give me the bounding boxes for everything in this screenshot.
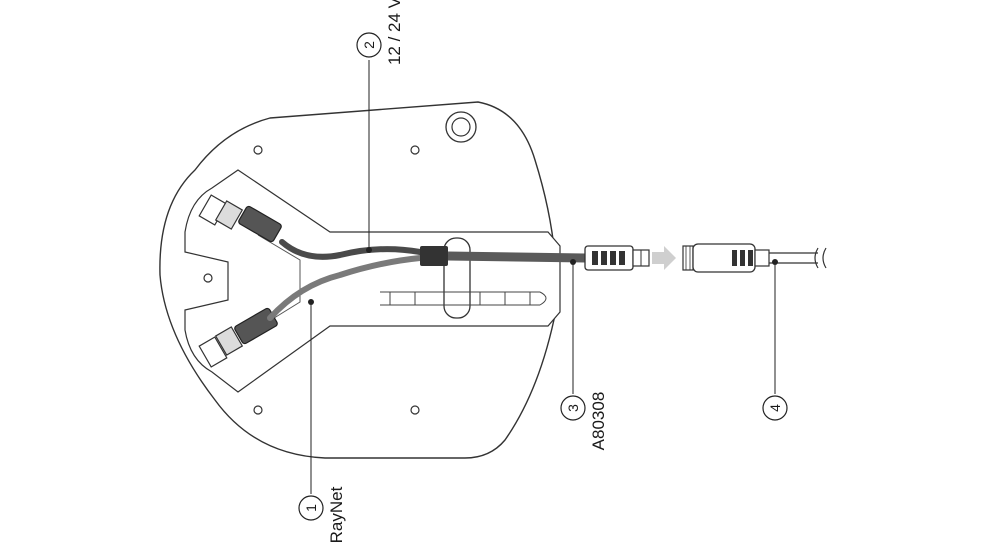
female-connector (682, 243, 770, 273)
callout-number-1: 1 (303, 504, 319, 512)
extension-cable (769, 247, 827, 269)
callout-number-3: 3 (565, 404, 581, 412)
channel-inner-edge (257, 234, 301, 329)
cable-junction (420, 246, 448, 266)
connect-arrow (652, 246, 676, 270)
channel-ridges (380, 291, 547, 306)
combined-cable (447, 251, 586, 263)
callout-2: 2 12 / 24 V (356, 0, 404, 253)
upper-connector (198, 194, 282, 243)
power-cable (279, 239, 423, 260)
callout-label-3: A80308 (589, 392, 608, 451)
callout-4: 4 (762, 259, 788, 421)
callout-label-2: 12 / 24 V (385, 0, 404, 65)
large-mount-hole (445, 111, 477, 143)
male-connector (584, 245, 650, 271)
raynet-cable (267, 255, 423, 321)
callout-1: 1 RayNet (298, 299, 346, 543)
callout-3: 3 A80308 (560, 259, 608, 451)
callout-label-1: RayNet (327, 486, 346, 543)
lower-connector (198, 307, 278, 368)
screw-holes (203, 145, 420, 415)
callout-number-2: 2 (361, 41, 377, 49)
callout-number-4: 4 (767, 404, 783, 412)
